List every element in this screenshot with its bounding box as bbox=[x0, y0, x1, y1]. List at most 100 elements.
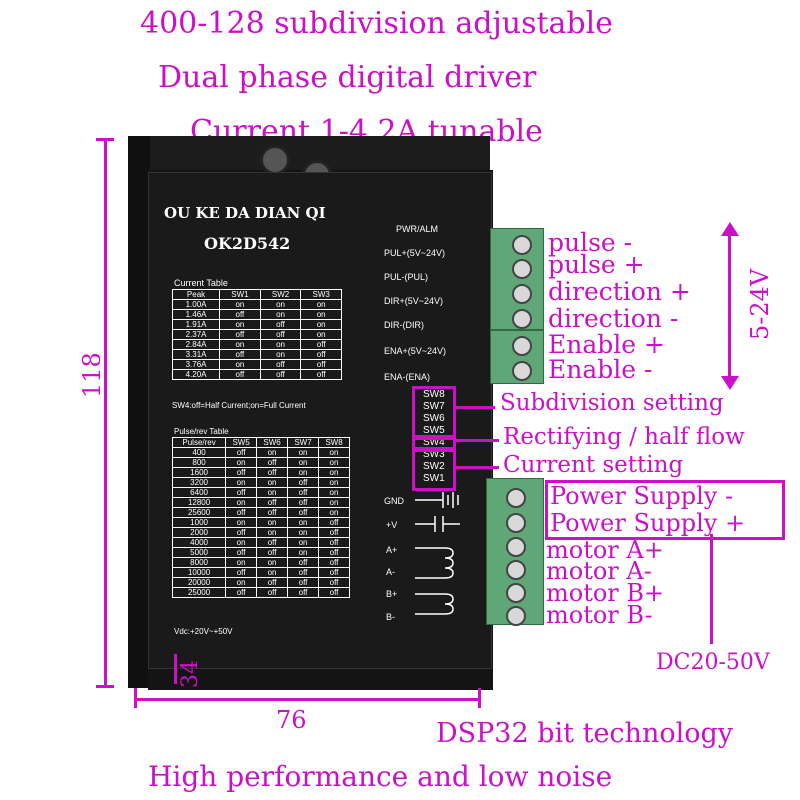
table-cell: off bbox=[287, 557, 319, 568]
terminal-screw-icon[interactable] bbox=[512, 259, 532, 279]
annotation-dc-range: DC20-50V bbox=[656, 650, 770, 675]
annotation-pulse-plus: pulse + bbox=[548, 250, 645, 279]
table-cell: on bbox=[318, 457, 350, 468]
current-table-title: Current Table bbox=[174, 278, 228, 288]
table-cell: on bbox=[287, 467, 319, 478]
table-cell: off bbox=[219, 349, 261, 360]
terminal-screw-icon[interactable] bbox=[512, 309, 532, 329]
table-cell: 6400 bbox=[171, 487, 227, 498]
terminal-screw-icon[interactable] bbox=[506, 537, 526, 557]
terminal-screw-icon[interactable] bbox=[506, 513, 526, 533]
dc-leader-line bbox=[710, 534, 713, 644]
table-cell: on bbox=[225, 517, 258, 528]
terminal-screw-icon[interactable] bbox=[512, 336, 532, 356]
table-cell: on bbox=[225, 537, 258, 548]
table-cell: on bbox=[259, 349, 302, 360]
table-cell: off bbox=[256, 507, 289, 518]
table-cell: on bbox=[219, 339, 261, 350]
annotation-rectifying: Rectifying / half flow bbox=[503, 424, 745, 450]
terminal-screw-icon[interactable] bbox=[506, 606, 526, 626]
table-cell: off bbox=[256, 587, 289, 598]
power-label: GND bbox=[384, 496, 404, 506]
device-side bbox=[128, 136, 150, 688]
table-cell: off bbox=[318, 567, 350, 578]
table-header: SW8 bbox=[318, 437, 350, 448]
table-cell: off bbox=[318, 557, 350, 568]
table-cell: on bbox=[300, 299, 342, 310]
model-label: OK2D542 bbox=[204, 234, 291, 253]
table-header: Peak bbox=[171, 289, 221, 300]
terminal-screw-icon[interactable] bbox=[506, 560, 526, 580]
power-supply-box bbox=[545, 480, 785, 540]
height-dimension-line bbox=[104, 138, 107, 686]
table-cell: on bbox=[318, 487, 350, 498]
annotation-subdivision: Subdivision setting bbox=[500, 390, 724, 416]
table-cell: 1.00A bbox=[171, 299, 221, 310]
terminal-screw-icon[interactable] bbox=[512, 284, 532, 304]
power-label: A+ bbox=[386, 545, 398, 555]
terminal-screw-icon[interactable] bbox=[506, 583, 526, 603]
switch-label: SW6 bbox=[423, 413, 445, 424]
leader-line bbox=[453, 406, 495, 409]
table-header: SW1 bbox=[219, 289, 261, 300]
table-cell: on bbox=[287, 517, 319, 528]
table-header: SW2 bbox=[259, 289, 302, 300]
table-cell: 25600 bbox=[171, 507, 227, 518]
table-cell: 3.31A bbox=[171, 349, 221, 360]
table-cell: on bbox=[256, 557, 289, 568]
terminal-screw-icon[interactable] bbox=[512, 235, 532, 255]
table-cell: on bbox=[225, 577, 258, 588]
signal-label: ENA+(5V~24V) bbox=[384, 346, 447, 356]
table-cell: off bbox=[318, 527, 350, 538]
power-label: B+ bbox=[386, 589, 398, 599]
current-switch-box bbox=[412, 447, 456, 491]
table-cell: 8000 bbox=[171, 557, 227, 568]
table-cell: on bbox=[287, 457, 319, 468]
table-cell: off bbox=[225, 587, 258, 598]
circuit-symbols-icon bbox=[415, 492, 460, 615]
annotation-enable-minus: Enable - bbox=[548, 355, 653, 384]
table-cell: 2.84A bbox=[171, 339, 221, 350]
pwr-alm-label: PWR/ALM bbox=[396, 224, 439, 234]
table-cell: on bbox=[259, 309, 302, 320]
switch-label: SW8 bbox=[423, 389, 445, 400]
table-header: SW6 bbox=[256, 437, 289, 448]
table-cell: on bbox=[318, 507, 350, 518]
signal-label: PUL-(PUL) bbox=[384, 272, 429, 282]
rectifying-switch-box bbox=[412, 435, 456, 452]
table-cell: on bbox=[287, 547, 319, 558]
dim-tick bbox=[134, 688, 137, 708]
terminal-screw-icon[interactable] bbox=[512, 361, 532, 381]
annotation-power-plus: Power Supply + bbox=[550, 509, 746, 537]
annotation-direction-minus: direction - bbox=[548, 304, 679, 333]
leader-line bbox=[453, 439, 499, 442]
depth-dimension-label: 34 bbox=[178, 660, 203, 688]
switch-label: SW1 bbox=[423, 473, 445, 484]
table-cell: on bbox=[287, 447, 319, 458]
annotation-pulse-minus: pulse - bbox=[548, 228, 633, 257]
table-cell: on bbox=[225, 477, 258, 488]
terminal-screw-icon[interactable] bbox=[506, 488, 526, 508]
table-cell: 3.76A bbox=[171, 359, 221, 370]
table-cell: on bbox=[219, 319, 261, 330]
table-cell: off bbox=[256, 537, 289, 548]
signal-label: DIR-(DIR) bbox=[384, 320, 424, 330]
table-cell: off bbox=[287, 587, 319, 598]
table-cell: off bbox=[219, 329, 261, 340]
table-cell: off bbox=[287, 507, 319, 518]
signal-label: ENA-(ENA) bbox=[384, 372, 431, 382]
dim-tick bbox=[478, 688, 481, 708]
signal-label: PUL+(5V~24V) bbox=[384, 248, 446, 258]
